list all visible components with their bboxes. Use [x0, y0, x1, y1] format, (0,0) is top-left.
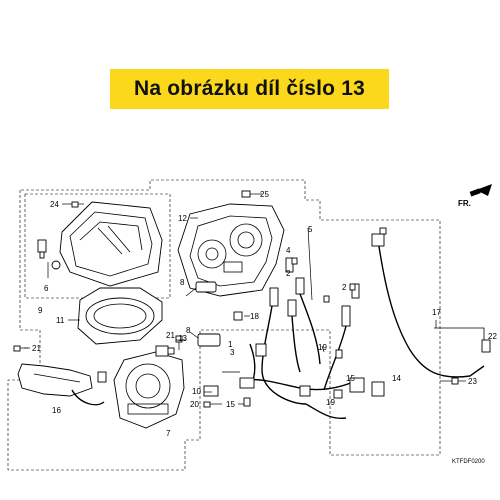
- clamp-10-icon: [203, 385, 219, 397]
- callout-10: 10: [192, 387, 201, 396]
- clip-15-icon: [243, 349, 343, 407]
- bolt-23-icon: [451, 377, 466, 385]
- callout-22: 22: [488, 332, 497, 341]
- callout-21a: 21: [32, 344, 41, 353]
- callout-19b: 19: [326, 398, 335, 407]
- diagram-code: KTFDF0200: [452, 459, 485, 465]
- callout-9: 9: [38, 306, 43, 315]
- callout-19a: 19: [318, 343, 327, 352]
- screw-20-icon: [203, 401, 218, 408]
- callout-24: 24: [50, 200, 59, 209]
- callout-3: 3: [230, 348, 235, 357]
- meter-unit-7: [113, 351, 185, 429]
- callout-21b: 21: [166, 331, 175, 340]
- grommet-18-icon: [233, 311, 243, 321]
- callout-13: 13: [178, 334, 187, 343]
- leader-lines: [24, 193, 452, 405]
- speedometer-cable: [371, 227, 485, 378]
- screw-25-icon: [241, 190, 258, 198]
- bulb-sockets: [269, 257, 360, 327]
- rubber-mount-8: [195, 281, 221, 347]
- cover-group-boundary: [24, 193, 171, 299]
- callout-7: 7: [166, 429, 171, 438]
- banner-text: Na obrázku díl číslo 13: [133, 77, 365, 100]
- callout-15a: 15: [346, 374, 355, 383]
- callout-2a: 2: [286, 269, 291, 278]
- callout-14: 14: [392, 374, 401, 383]
- callout-12: 12: [178, 214, 187, 223]
- callout-23: 23: [468, 377, 477, 386]
- callout-8a: 8: [180, 278, 185, 287]
- front-direction-arrow: FR.: [458, 184, 492, 208]
- callout-15b: 15: [226, 400, 235, 409]
- part-number-banner: Na obrázku díl číslo 13: [110, 69, 389, 109]
- callout-4: 4: [286, 246, 291, 255]
- bolt-24-icon: [71, 201, 84, 208]
- bulb-2-icon: [349, 283, 356, 291]
- callout-17: 17: [432, 308, 441, 317]
- callout-2b: 2: [342, 283, 347, 292]
- callout-labels: 24 25 12 5 6 9 4 2 2 17 22 8 11 18 21 13…: [32, 190, 497, 438]
- callout-20: 20: [190, 400, 199, 409]
- grommet-6-icon: [37, 239, 61, 270]
- wire-harness: [239, 293, 385, 419]
- bulb-4-icon: [291, 257, 298, 265]
- callout-1: 1: [228, 340, 233, 349]
- indicator-panel-16: [17, 363, 107, 406]
- callout-8b: 8: [186, 326, 191, 335]
- fr-label: FR.: [458, 199, 471, 208]
- part-13-connector: [155, 345, 175, 357]
- callout-18: 18: [250, 312, 259, 321]
- meter-visor: [59, 201, 163, 287]
- screw-21-center-icon: [175, 335, 183, 350]
- cable-bracket: [434, 327, 491, 353]
- callout-25: 25: [260, 190, 269, 199]
- callout-5: 5: [308, 225, 313, 234]
- meter-case: [177, 203, 285, 297]
- callout-6: 6: [44, 284, 49, 293]
- meter-ring-cover: [77, 287, 163, 345]
- callout-11: 11: [56, 316, 65, 325]
- callout-16: 16: [52, 406, 61, 415]
- screw-21-left-icon: [13, 345, 28, 352]
